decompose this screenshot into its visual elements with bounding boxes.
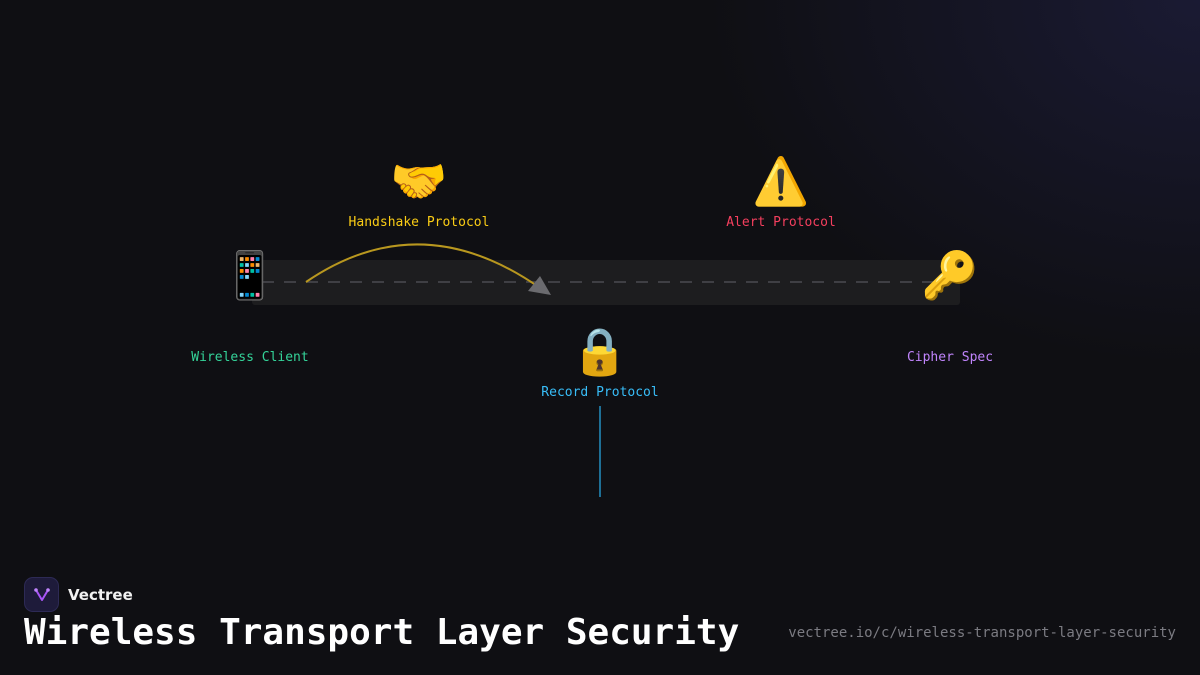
lock-icon: 🔒 (571, 324, 629, 378)
source-url[interactable]: vectree.io/c/wireless-transport-layer-se… (788, 625, 1176, 641)
handshake-arc (305, 243, 541, 289)
alert-protocol-label: Alert Protocol (726, 215, 836, 230)
handshake-arc-arrowhead (528, 276, 551, 295)
key-icon: 🔑 (921, 248, 979, 302)
cipher-spec-label: Cipher Spec (906, 350, 994, 365)
page-title: Wireless Transport Layer Security (24, 612, 740, 653)
record-protocol-label: Record Protocol (541, 385, 659, 400)
brand: Vectree (24, 577, 133, 612)
warning-icon: ⚠️ (752, 154, 810, 208)
wireless-client-label: Wireless Client (191, 350, 309, 365)
handshake-icon: 🤝 (390, 154, 448, 208)
brand-name: Vectree (68, 585, 133, 604)
mobile-phone-icon: 📱 (221, 248, 279, 302)
vectree-logo-icon (24, 577, 59, 612)
handshake-protocol-label: Handshake Protocol (348, 215, 490, 230)
